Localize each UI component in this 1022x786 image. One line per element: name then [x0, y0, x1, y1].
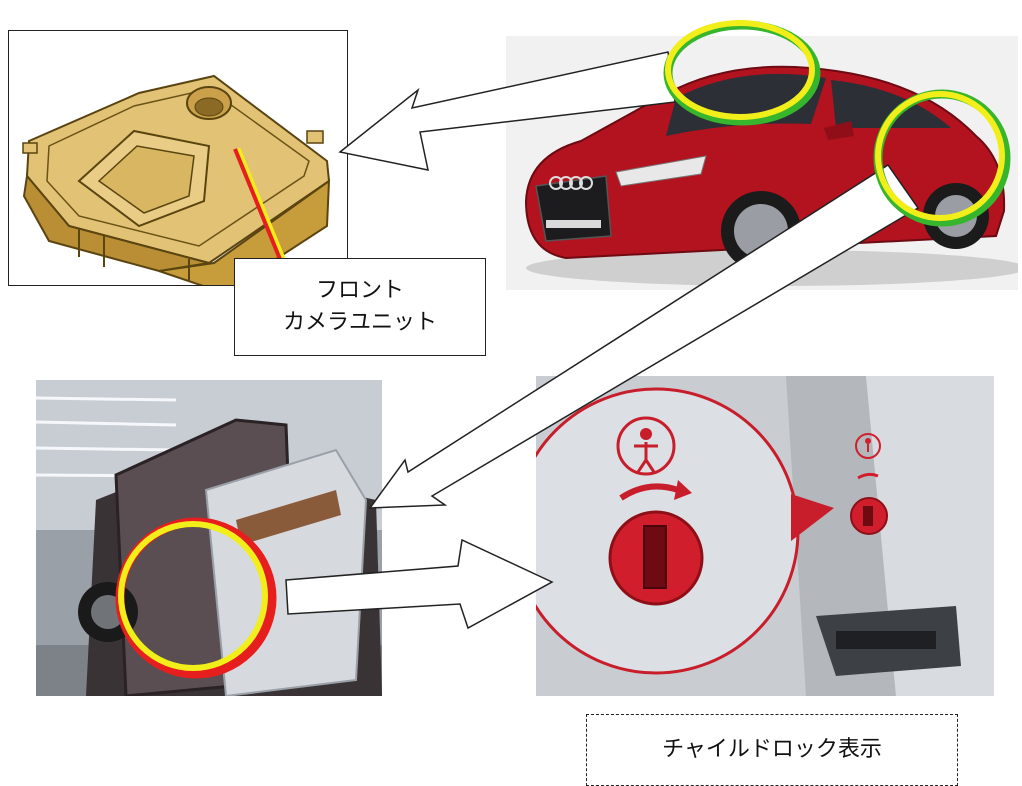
childlock-label-text: チャイルドロック表示 — [662, 737, 882, 763]
door-photo-panel — [36, 380, 382, 696]
camera-unit-illustration — [22, 74, 331, 285]
front-camera-unit-label: フロント カメラユニット — [234, 258, 486, 356]
car-photo-panel — [506, 36, 1018, 290]
pointer-line-red — [233, 148, 286, 270]
camera-label-line1: フロント — [315, 278, 404, 304]
open-door-image — [36, 380, 382, 696]
red-car-image — [524, 65, 1018, 286]
camera-label-line2: カメラユニット — [282, 310, 437, 335]
childlock-display-label: チャイルドロック表示 — [586, 714, 958, 786]
camera-unit-panel — [8, 30, 348, 286]
childlock-photo-panel — [536, 376, 994, 696]
child-lock-closeup-image — [536, 376, 994, 696]
